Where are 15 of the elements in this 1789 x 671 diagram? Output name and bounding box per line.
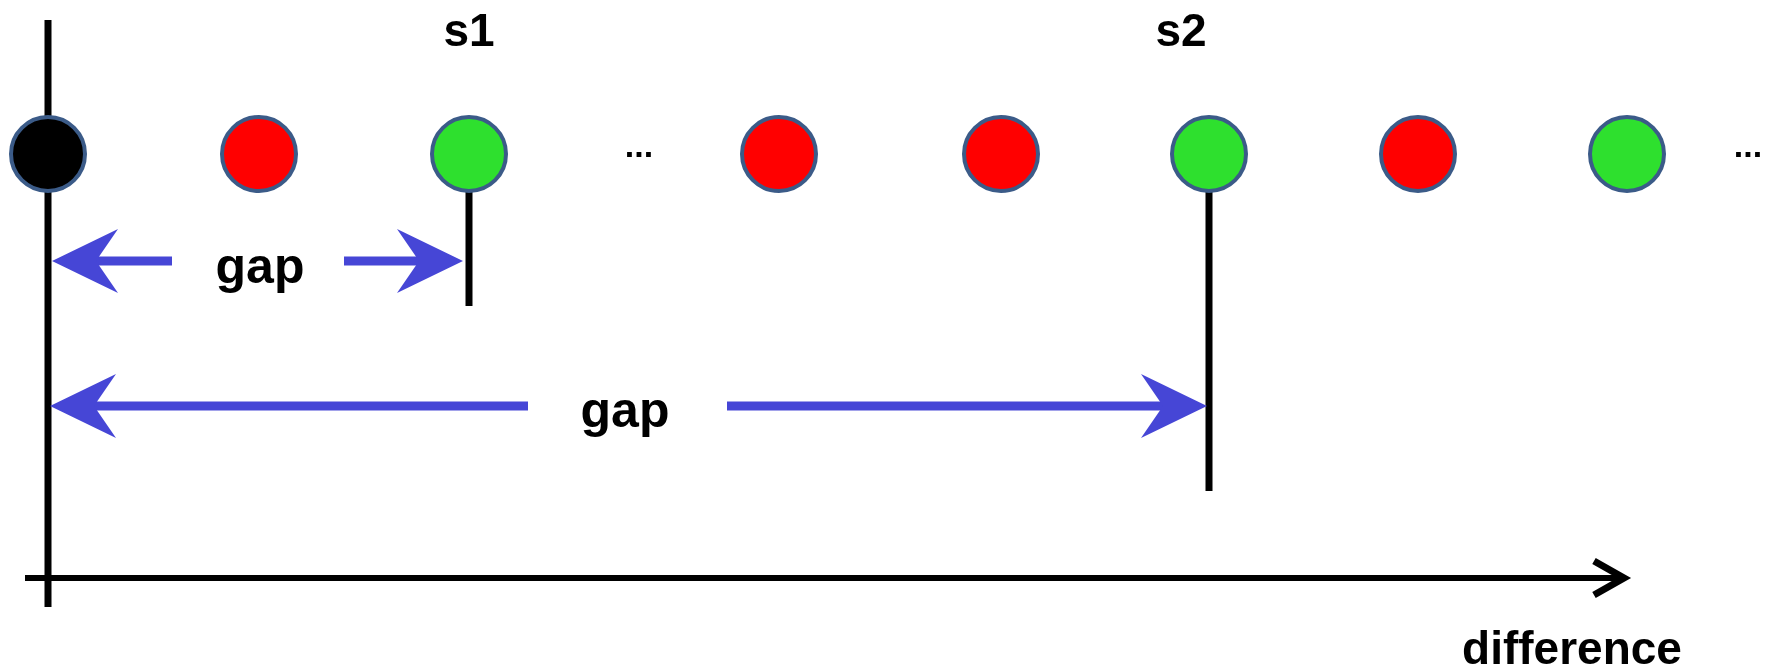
gap-label: gap — [215, 241, 305, 291]
dot — [1379, 115, 1457, 193]
series-label: s2 — [1155, 7, 1207, 53]
dot — [962, 115, 1040, 193]
ellipsis: ... — [624, 128, 654, 162]
gap-label: gap — [580, 385, 670, 435]
dot — [220, 115, 298, 193]
axis-label: difference — [1462, 625, 1682, 671]
dot — [430, 115, 508, 193]
dot — [1588, 115, 1666, 193]
dot — [1170, 115, 1248, 193]
dot — [9, 115, 87, 193]
series-label: s1 — [443, 7, 495, 53]
dot — [740, 115, 818, 193]
ellipsis: ... — [1733, 128, 1763, 162]
